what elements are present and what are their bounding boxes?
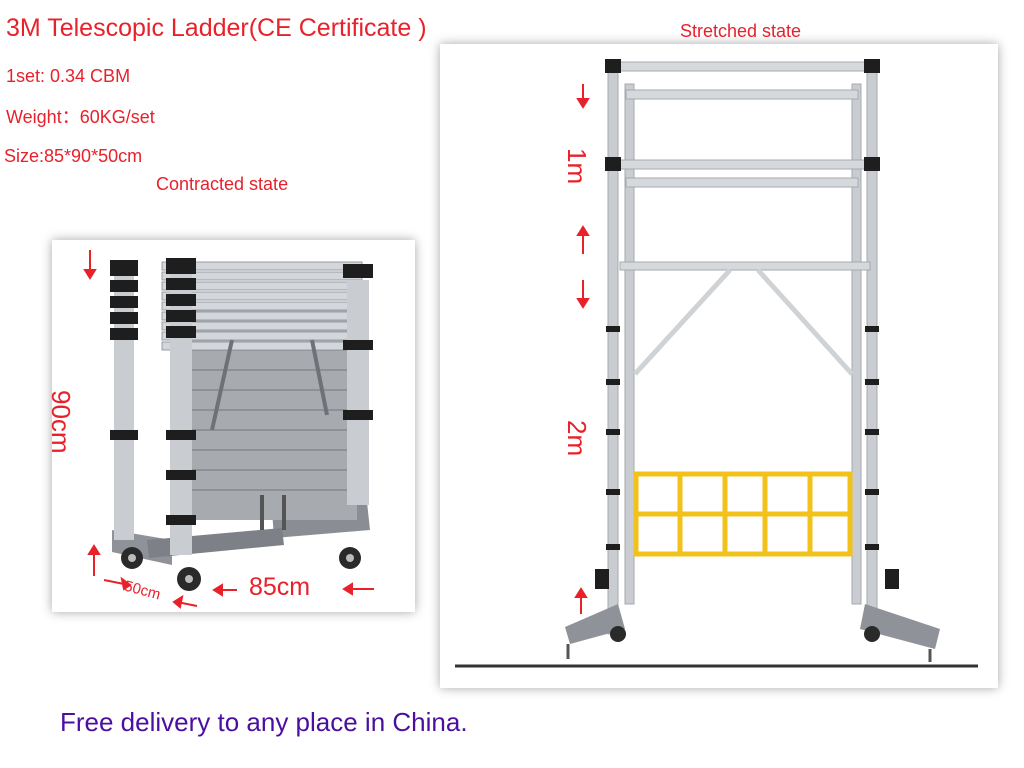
free-delivery-note: Free delivery to any place in China. [60,707,468,737]
product-title: 3M Telescopic Ladder(CE Certificate ) [6,14,427,42]
width-85cm-label: 85cm [249,573,311,601]
height-2m-label: 2m [562,420,592,457]
stretched-ladder-photo: 1m 2m [440,44,998,688]
spec-size: Size:85*90*50cm [4,146,143,166]
contracted-ladder-photo: 90cm 50cm 85cm [46,240,415,612]
height-1m-label: 1m [562,148,592,185]
contracted-state-caption: Contracted state [156,174,289,194]
spec-volume: 1set: 0.34 CBM [6,66,131,86]
contracted-ladder-illustration [83,250,374,609]
stretched-ladder-illustration [455,59,978,668]
height-90cm-label: 90cm [46,390,76,454]
spec-weight: Weight：60KG/set [6,107,155,127]
stretched-state-caption: Stretched state [680,21,802,41]
